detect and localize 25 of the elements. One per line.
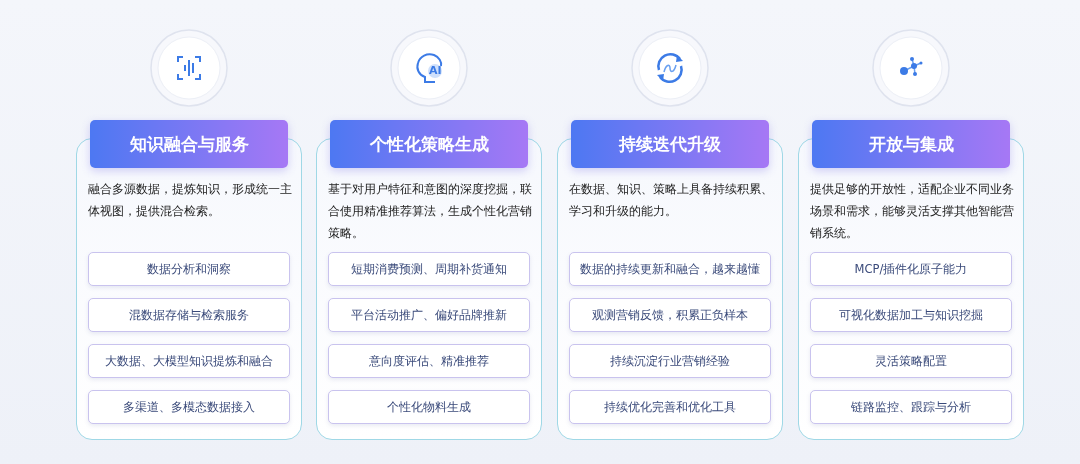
feature-pill: 混数据存储与检索服务 <box>88 298 290 332</box>
card-description: 融合多源数据，提炼知识，形成统一主体视图，提供混合检索。 <box>88 181 292 220</box>
card-header: 个性化策略生成 <box>330 120 528 168</box>
feature-pill: MCP/插件化原子能力 <box>810 252 1012 286</box>
feature-pill: 灵活策略配置 <box>810 344 1012 378</box>
feature-pill: 平台活动推广、偏好品牌推新 <box>328 298 530 332</box>
icon-text: AI <box>429 64 442 77</box>
feature-pill: 多渠道、多模态数据接入 <box>88 390 290 424</box>
feature-pill: 持续优化完善和优化工具 <box>569 390 771 424</box>
feature-pill: 可视化数据加工与知识挖掘 <box>810 298 1012 332</box>
feature-pill: 数据分析和洞察 <box>88 252 290 286</box>
feature-pill: 数据的持续更新和融合，越来越懂 <box>569 252 771 286</box>
feature-pill: 个性化物料生成 <box>328 390 530 424</box>
feature-pill: 持续沉淀行业营销经验 <box>569 344 771 378</box>
feature-pill: 大数据、大模型知识提炼和融合 <box>88 344 290 378</box>
card-header: 开放与集成 <box>812 120 1010 168</box>
card-header: 知识融合与服务 <box>90 120 288 168</box>
feature-pill: 链路监控、跟踪与分析 <box>810 390 1012 424</box>
feature-pill: 观测营销反馈，积累正负样本 <box>569 298 771 332</box>
feature-pill: 短期消费预测、周期补货通知 <box>328 252 530 286</box>
feature-pill: 意向度评估、精准推荐 <box>328 344 530 378</box>
card-description: 基于对用户特征和意图的深度挖掘，联合使用精准推荐算法，生成个性化营销策略。 <box>328 181 532 242</box>
card-description: 提供足够的开放性，适配企业不同业务场景和需求，能够灵活支撑其他智能营销系统。 <box>810 181 1014 242</box>
card-header: 持续迭代升级 <box>571 120 769 168</box>
card-description: 在数据、知识、策略上具备持续积累、学习和升级的能力。 <box>569 181 773 220</box>
